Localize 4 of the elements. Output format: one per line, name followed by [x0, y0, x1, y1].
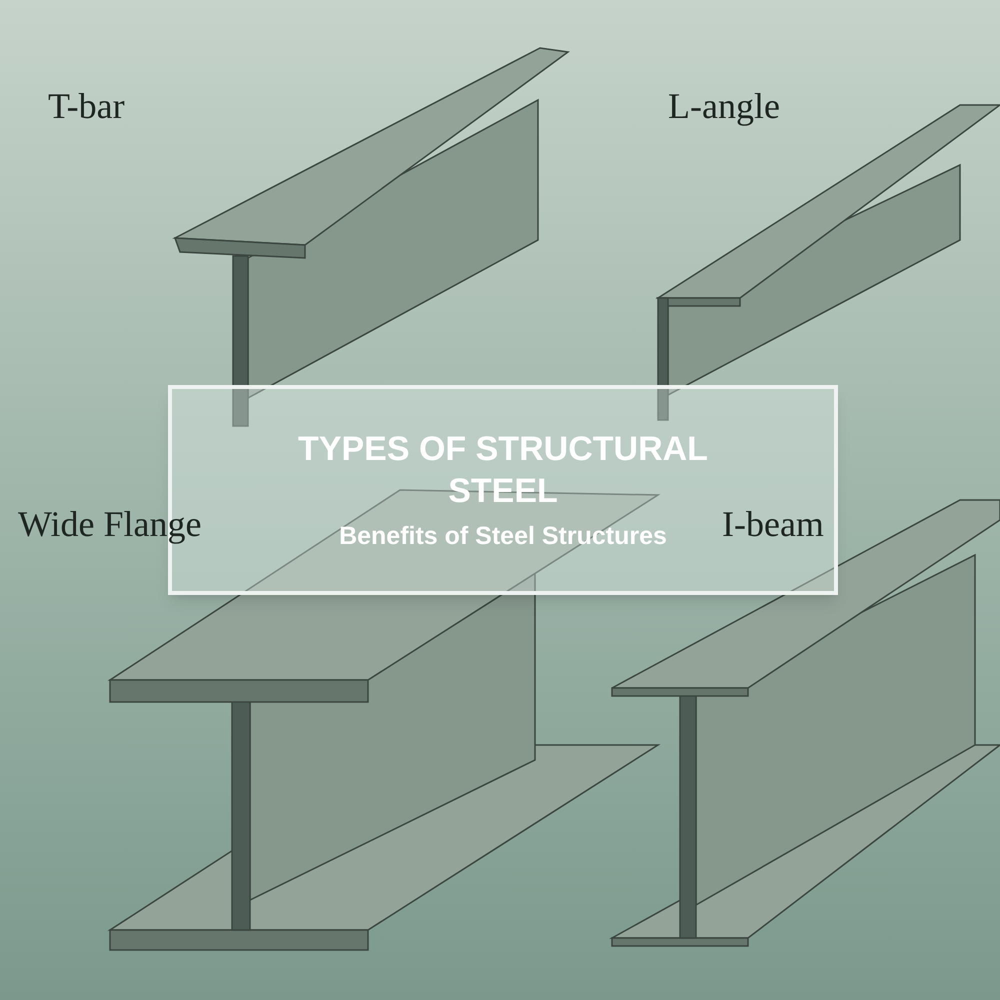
part-label: I-beam: [722, 506, 824, 542]
part-label: L-angle: [668, 88, 780, 124]
part-label: T-bar: [48, 88, 125, 124]
title-text: TYPES OF STRUCTURAL STEEL: [297, 428, 709, 512]
